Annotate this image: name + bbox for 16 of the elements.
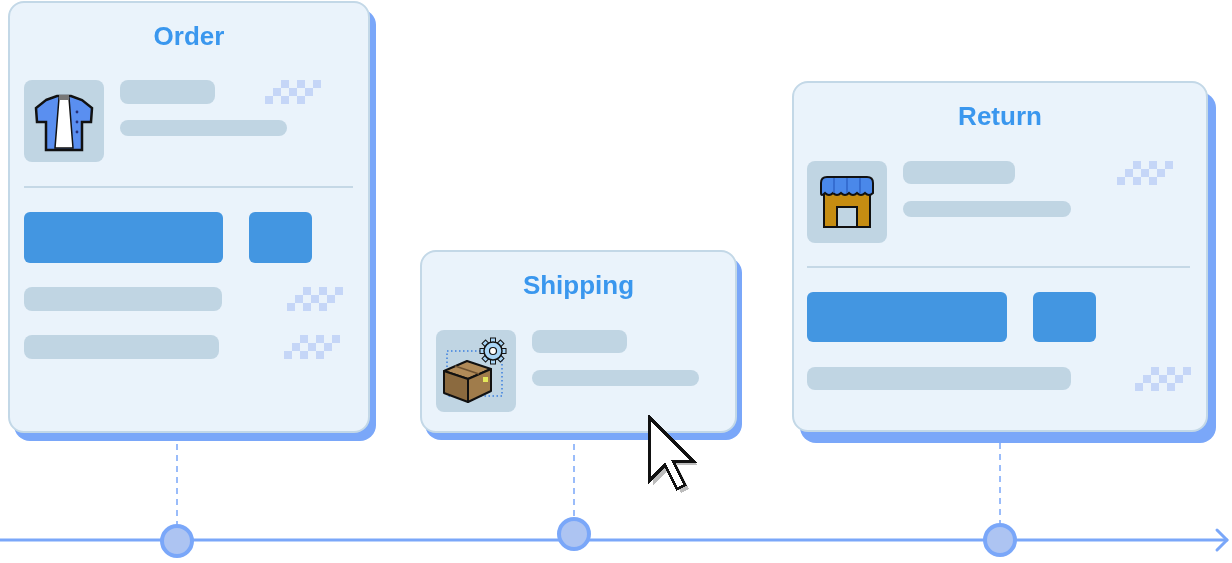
card-title: Shipping — [522, 269, 635, 301]
skeleton-bar — [903, 201, 1071, 217]
skeleton-bar — [532, 330, 627, 353]
card-title: Order — [153, 20, 225, 52]
skeleton-bar — [807, 367, 1071, 390]
card-title: Return — [958, 100, 1042, 132]
skeleton-bar — [120, 120, 287, 136]
skeleton-block — [1033, 292, 1096, 342]
skeleton-bar — [532, 370, 699, 386]
skeleton-bar — [24, 287, 222, 311]
skeleton-block — [807, 292, 1007, 342]
skeleton-bar — [24, 335, 219, 359]
skeleton-bar — [120, 80, 215, 104]
skeleton-block — [249, 212, 312, 263]
skeleton-block — [24, 212, 223, 263]
skeleton-bar — [903, 161, 1015, 184]
